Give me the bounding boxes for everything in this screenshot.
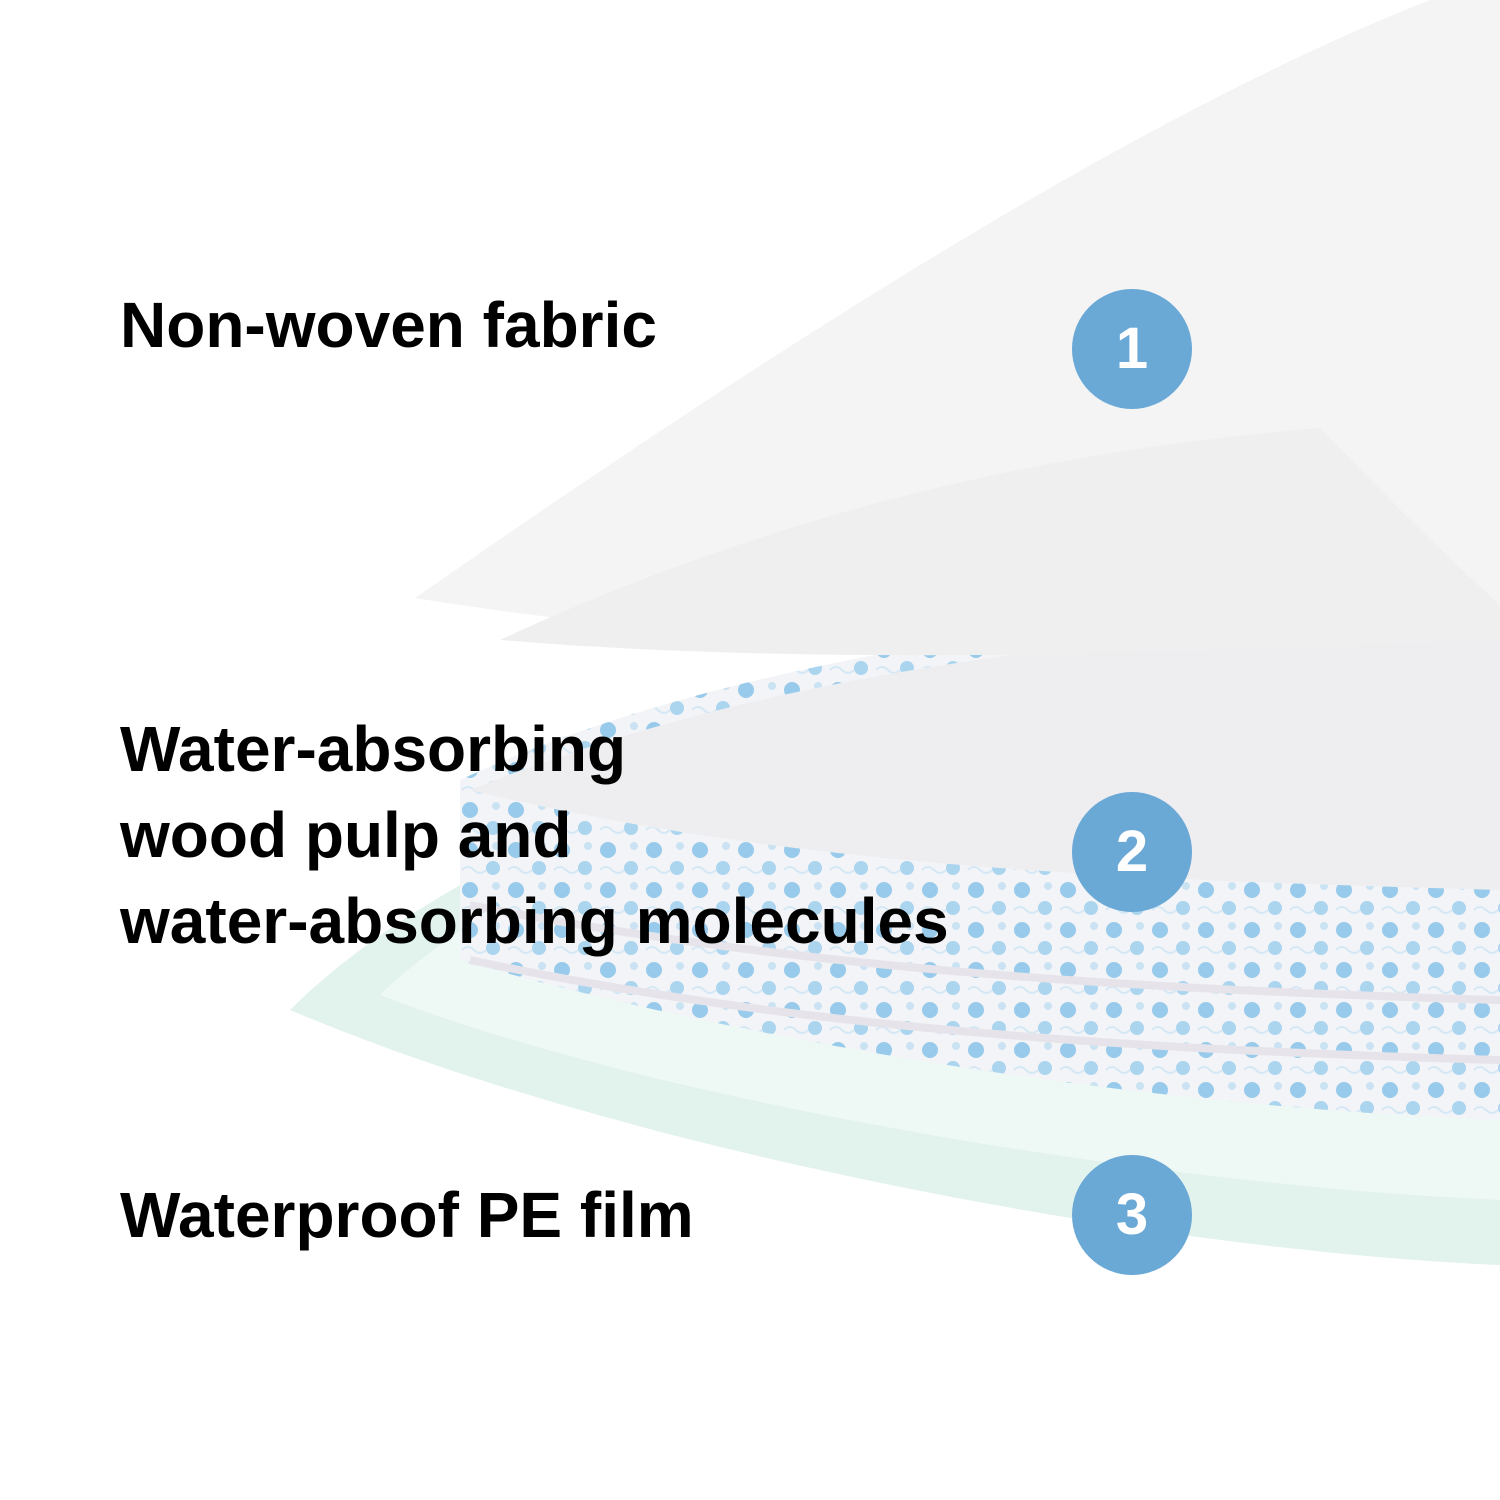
nonwoven-fabric-label: Non-woven fabric bbox=[120, 282, 657, 368]
label-line: water-absorbing molecules bbox=[120, 885, 949, 957]
label-line: wood pulp and bbox=[120, 799, 572, 871]
absorbent-core-label: Water-absorbing wood pulp and water-abso… bbox=[120, 706, 949, 964]
label-line: Waterproof PE film bbox=[120, 1179, 694, 1251]
label-line: Non-woven fabric bbox=[120, 289, 657, 361]
absorbent-cover-sheet bbox=[470, 610, 1500, 890]
layer-number-badge-2: 2 bbox=[1072, 792, 1192, 912]
nonwoven-inner-fold bbox=[500, 428, 1500, 656]
core-separator-line-1 bbox=[469, 901, 1500, 1004]
label-line: Water-absorbing bbox=[120, 713, 627, 785]
core-separator-line-2 bbox=[469, 956, 1500, 1064]
layer-number-badge-3: 3 bbox=[1072, 1155, 1192, 1275]
layer-number-badge-1: 1 bbox=[1072, 289, 1192, 409]
pe-film-label: Waterproof PE film bbox=[120, 1172, 694, 1258]
